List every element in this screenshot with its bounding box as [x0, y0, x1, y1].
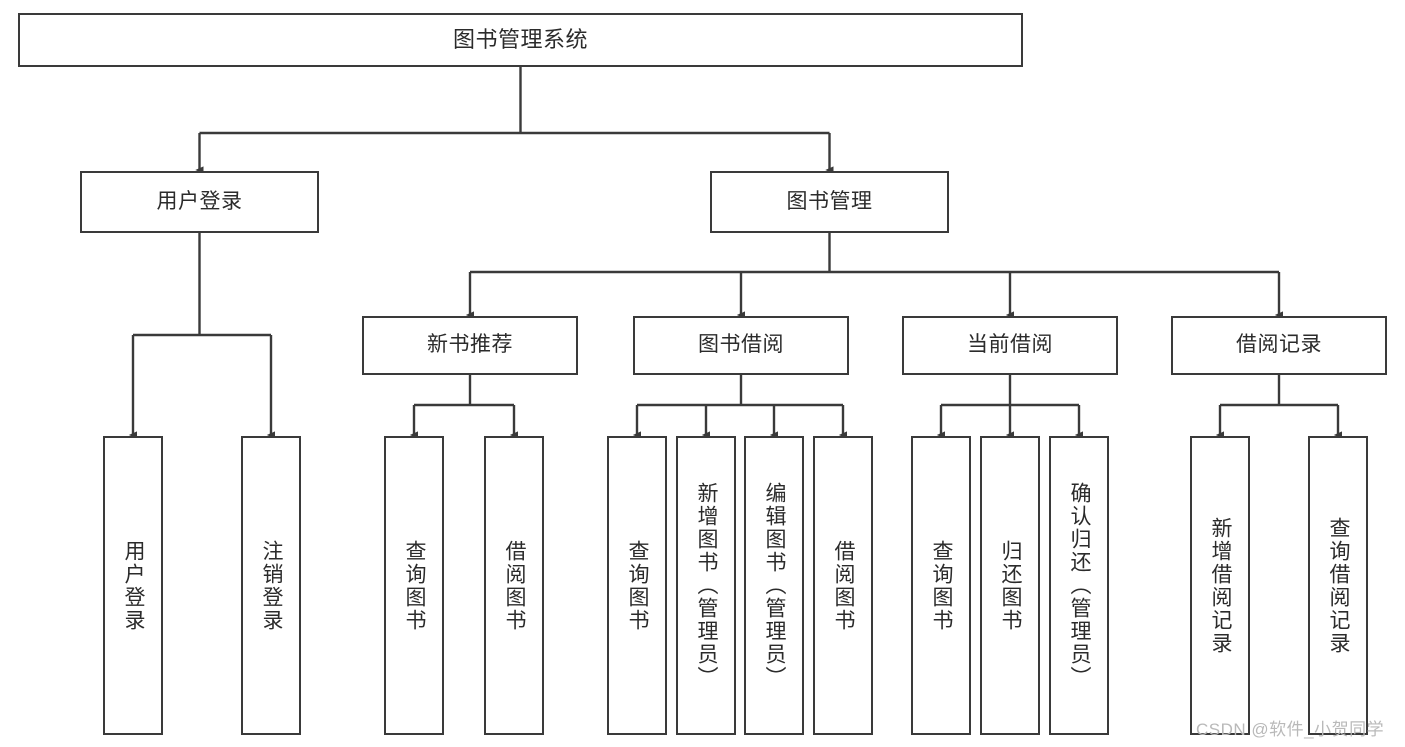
node-label: 新书推荐: [427, 333, 513, 357]
node-root: 图书管理系统: [18, 13, 1023, 67]
node-newbook: 新书推荐: [362, 316, 578, 375]
node-l-nb-borrow: 借阅图书: [484, 436, 544, 735]
node-l-cu-confirm: 确认归还（管理员）: [1049, 436, 1109, 735]
node-label: 用户登录: [156, 189, 243, 213]
node-l-bo-borrow: 借阅图书: [813, 436, 873, 735]
node-l-bo-add: 新增图书（管理员）: [676, 436, 736, 735]
node-l-logout: 注销登录: [241, 436, 301, 735]
node-label: 注销登录: [260, 539, 284, 632]
node-label: 图书管理: [786, 189, 873, 213]
node-label: 图书管理系统: [452, 27, 588, 53]
node-label: 查询图书: [626, 539, 650, 632]
node-label: 用户登录: [122, 539, 146, 632]
node-label: 编辑图书（管理员）: [763, 482, 787, 689]
node-label: 归还图书: [999, 539, 1023, 632]
node-label: 图书借阅: [698, 333, 784, 357]
node-label: 借阅图书: [503, 539, 527, 632]
node-label: 确认归还（管理员）: [1068, 482, 1092, 689]
node-label: 查询图书: [403, 539, 427, 632]
node-label: 借阅图书: [832, 539, 856, 632]
node-l-re-add: 新增借阅记录: [1190, 436, 1250, 735]
node-label: 当前借阅: [967, 333, 1053, 357]
node-borrow: 图书借阅: [633, 316, 849, 375]
node-l-login: 用户登录: [103, 436, 163, 735]
node-label: 查询图书: [930, 539, 954, 632]
node-label: 查询借阅记录: [1327, 516, 1351, 655]
node-label: 新增图书（管理员）: [695, 482, 719, 689]
node-login: 用户登录: [80, 171, 319, 233]
node-l-cu-return: 归还图书: [980, 436, 1040, 735]
node-records: 借阅记录: [1171, 316, 1387, 375]
node-l-re-query: 查询借阅记录: [1308, 436, 1368, 735]
node-label: 新增借阅记录: [1209, 516, 1233, 655]
node-label: 借阅记录: [1236, 333, 1322, 357]
node-current: 当前借阅: [902, 316, 1118, 375]
node-l-bo-query: 查询图书: [607, 436, 667, 735]
node-bookmgmt: 图书管理: [710, 171, 949, 233]
node-l-nb-query: 查询图书: [384, 436, 444, 735]
node-l-bo-edit: 编辑图书（管理员）: [744, 436, 804, 735]
node-l-cu-query: 查询图书: [911, 436, 971, 735]
